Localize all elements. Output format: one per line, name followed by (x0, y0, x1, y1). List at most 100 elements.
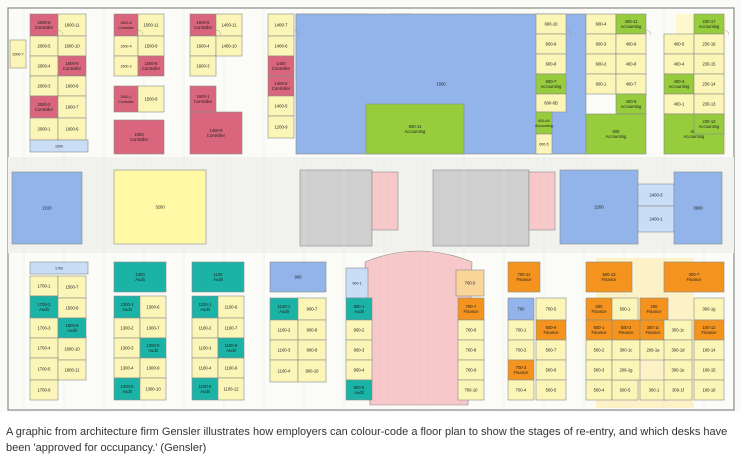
room-label: 1400-6 (274, 44, 288, 49)
room: 2200 (559, 169, 639, 245)
room-label: 230-12 (702, 119, 716, 124)
room-label: 1400-10 (221, 44, 237, 49)
room-shape (113, 85, 139, 113)
room-label: 400-5 (674, 42, 685, 47)
room-label: 209-1g (619, 368, 633, 373)
room: 900-1 (345, 267, 369, 299)
room: 1400-11 (215, 13, 243, 37)
room-shape (189, 85, 217, 113)
room: 2400-3 (637, 183, 675, 207)
room-shape (113, 261, 167, 293)
room-label-dept: Controller (35, 107, 54, 112)
room-label-dept: Finance (514, 370, 530, 375)
room: 1100-12 (217, 377, 245, 401)
room-label: 600-11 (409, 124, 422, 129)
room-label: 500-1 (620, 307, 631, 312)
room-shape (507, 261, 541, 293)
room-label: 500-9 (546, 325, 557, 330)
room-shape (189, 55, 217, 77)
room-shape (673, 171, 723, 245)
room-label: 1100-7 (225, 326, 238, 331)
room-shape (297, 359, 327, 383)
room-label-dept: Finance (687, 277, 703, 282)
door-swing (645, 29, 652, 36)
room: 1500-8 (57, 297, 87, 319)
room-label: 700-8 (466, 348, 477, 353)
room: 500-4 (585, 379, 613, 401)
room-shape (137, 55, 165, 77)
room-label: 1200-9 (274, 125, 288, 130)
room-label: 1000 (55, 145, 63, 149)
room-shape (267, 115, 295, 139)
room-label: 1600 (134, 132, 144, 137)
room: 900-7 (297, 297, 327, 321)
room-label: 1500-8 (144, 97, 158, 102)
room-label: 200 (651, 304, 659, 309)
room: 1300-2 (113, 317, 141, 339)
room-shape (29, 261, 89, 275)
room: 1400-7 (267, 13, 295, 37)
room-label: 400-11 (625, 19, 638, 24)
room-label: 2000-1 (37, 127, 51, 132)
room: 900-9 (297, 339, 327, 361)
room: 300-1c (663, 319, 693, 341)
room-label: 1100-8 (225, 343, 238, 348)
door-swing (565, 29, 572, 36)
room-label: 1500-8 (65, 306, 79, 311)
room-label: 700-11 (518, 272, 531, 277)
room-shape (215, 35, 243, 57)
room-label-dept: Controller (194, 99, 213, 104)
room-label-dept: Controller (207, 133, 226, 138)
room: 700 (507, 297, 535, 321)
core-left (299, 169, 373, 247)
room-shape (559, 169, 639, 245)
room-label: 1500-9 (144, 44, 158, 49)
room-label: 1100-2 (278, 328, 291, 333)
room: 2400-1 (637, 205, 675, 233)
room: 600-2 (585, 53, 617, 75)
room-label-dept: Accounting (405, 129, 426, 134)
room: 1300-3 (113, 337, 141, 359)
room-shape (457, 379, 485, 401)
room: 1600-7 (57, 95, 87, 119)
room-label: 1600-10 (64, 347, 80, 352)
room-label: 1700-2 (37, 302, 51, 307)
room-label: 400-8 (626, 62, 637, 67)
room-label: 1600-7 (65, 105, 79, 110)
room-label: 1300-10 (145, 387, 161, 392)
room-label: 300-1c (647, 325, 660, 330)
room-shape (455, 269, 485, 297)
room-label: 600-10 (544, 22, 558, 27)
room-label: 500-2 (594, 348, 605, 353)
room-label-dept: Audit (67, 328, 77, 333)
room: 1300-9 (139, 357, 167, 379)
room-label: 1600-1 (196, 94, 210, 99)
room: 600-5 (535, 133, 553, 155)
room: 1700 (29, 261, 89, 275)
core-right (432, 169, 530, 247)
room: 900-4 (345, 359, 373, 381)
room-label-dept: Accounting (541, 84, 562, 89)
room: 2000-4 (29, 55, 59, 77)
room: 500-5 (611, 379, 639, 401)
room-label: 600 (613, 129, 621, 134)
room: 3200 (113, 169, 207, 245)
room-label: 1700-3 (37, 326, 51, 331)
room-label-dept: Accounting (669, 84, 690, 89)
room-label: 600-6A (538, 119, 550, 123)
room-label: 1500-7 (65, 285, 79, 290)
room-label: 1700-1 (37, 284, 51, 289)
room-label: 1300-7 (146, 326, 160, 331)
room-label: 1600-9 (65, 323, 79, 328)
room-label-dept: Finance (517, 277, 533, 282)
room: 1400-6 (267, 35, 295, 57)
room-label: 2400-3 (649, 193, 663, 198)
room-label-dept: Audit (39, 307, 49, 312)
room: 1100-4 (191, 357, 219, 379)
